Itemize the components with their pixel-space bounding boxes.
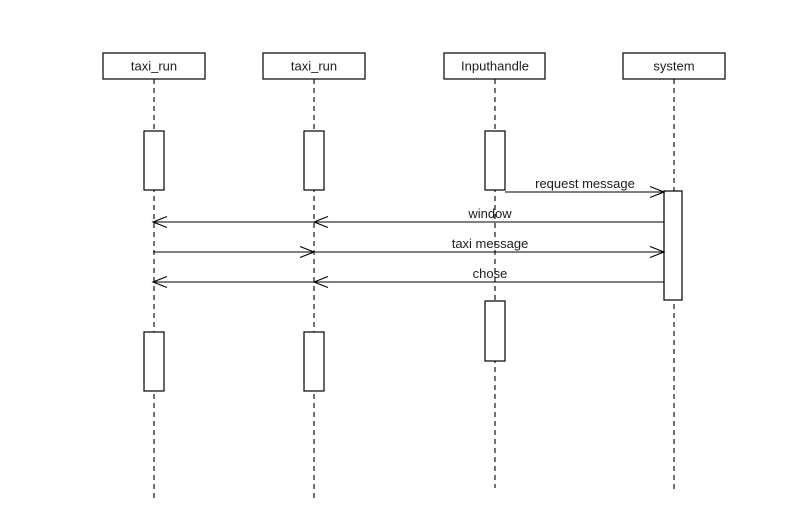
arrowhead-right-icon (299, 245, 316, 259)
participant-label: Inputhandle (461, 59, 529, 74)
arrowhead-left-icon (312, 275, 329, 289)
activation-inputhandle-lower (484, 300, 506, 362)
arrowhead-right-icon (649, 245, 666, 259)
participant-label: system (653, 59, 694, 74)
activation-taxi-run-1-upper (143, 130, 165, 191)
message-taxi-message: taxi message (153, 236, 666, 259)
arrowhead-left-icon (312, 215, 329, 229)
arrowhead-left-icon (151, 275, 168, 289)
arrowhead-right-icon (649, 185, 666, 199)
message-window: window (151, 206, 664, 229)
activation-inputhandle-upper (484, 130, 506, 191)
message-label: chose (473, 266, 508, 281)
activation-taxi-run-1-lower (143, 331, 165, 392)
participant-box (102, 52, 206, 80)
message-label: request message (535, 176, 635, 191)
participant-taxi-run-2: taxi_run (262, 52, 366, 80)
message-request-message: request message (505, 176, 666, 199)
participant-box (443, 52, 546, 80)
message-label: taxi message (452, 236, 529, 251)
participant-system: system (622, 52, 726, 80)
activation-taxi-run-2-upper (303, 130, 325, 191)
message-chose: chose (151, 266, 664, 289)
participant-label: taxi_run (291, 59, 337, 74)
activation-taxi-run-2-lower (303, 331, 325, 392)
participant-label: taxi_run (131, 59, 177, 74)
participant-inputhandle: Inputhandle (443, 52, 546, 80)
participant-taxi-run-1: taxi_run (102, 52, 206, 80)
participant-box (622, 52, 726, 80)
message-label: window (467, 206, 512, 221)
arrowhead-left-icon (151, 215, 168, 229)
activation-system (663, 190, 683, 301)
participant-box (262, 52, 366, 80)
